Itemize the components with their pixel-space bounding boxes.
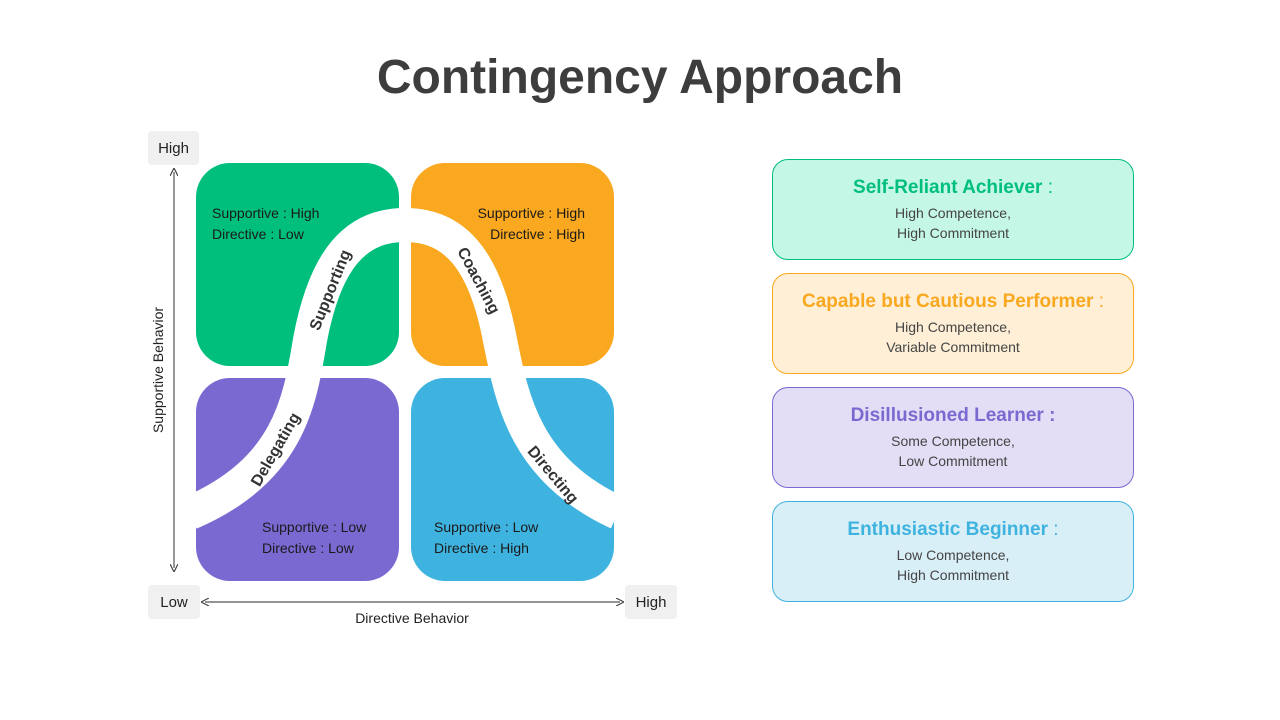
- card-line: High Commitment: [896, 566, 1010, 583]
- card-title-colon: :: [1098, 290, 1104, 312]
- quadrant-top-left-text: Supportive : High Directive : Low: [212, 203, 319, 245]
- card-line: Variable Commitment: [886, 338, 1020, 355]
- card-line: Low Commitment: [898, 452, 1008, 469]
- card-line: High Commitment: [896, 224, 1010, 241]
- quadrant-top-right-text: Supportive : High Directive : High: [440, 203, 585, 245]
- x-axis-label: Directive Behavior: [355, 610, 469, 626]
- card-line: High Competence,: [895, 204, 1011, 221]
- quadrant-bottom-left-line2: Directive : Low: [262, 540, 354, 556]
- page-title: Contingency Approach: [376, 51, 904, 104]
- quadrant-top-left-line2: Directive : Low: [212, 226, 304, 242]
- quadrant-bottom-right-text: Supportive : Low Directive : High: [434, 517, 538, 559]
- card-self-reliant-achiever: Self-Reliant Achiever : High Competence,…: [772, 159, 1134, 260]
- x-axis-high-badge: High: [625, 585, 677, 619]
- card-title-text: Enthusiastic Beginner: [847, 518, 1049, 540]
- card-title-text: Disillusioned Learner :: [850, 404, 1056, 426]
- card-title: Capable but Cautious Performer :: [802, 291, 1104, 313]
- card-line: High Competence,: [895, 318, 1011, 335]
- quadrant-bottom-right-line2: Directive : High: [434, 540, 529, 556]
- card-title: Self-Reliant Achiever :: [853, 177, 1053, 199]
- origin-low-badge: Low: [148, 585, 200, 619]
- bell-curve-band: [183, 207, 626, 529]
- card-enthusiastic-beginner: Enthusiastic Beginner : Low Competence, …: [772, 501, 1134, 602]
- card-line: Low Competence,: [896, 546, 1010, 563]
- quadrant-top-left-line1: Supportive : High: [212, 205, 320, 221]
- quadrant-bottom-left-line1: Supportive : Low: [262, 519, 367, 535]
- quadrant-bottom-right-line1: Supportive : Low: [434, 519, 539, 535]
- card-title: Disillusioned Learner :: [851, 405, 1056, 427]
- y-axis-high-badge: High: [148, 131, 199, 165]
- card-title-colon: :: [1047, 176, 1053, 198]
- quadrant-top-right-line1: Supportive : High: [477, 205, 585, 221]
- card-disillusioned-learner: Disillusioned Learner : Some Competence,…: [772, 387, 1134, 488]
- card-title-text: Capable but Cautious Performer: [802, 290, 1094, 312]
- card-title-colon: :: [1053, 518, 1059, 540]
- card-capable-cautious-performer: Capable but Cautious Performer : High Co…: [772, 273, 1134, 374]
- quadrant-top-right-line2: Directive : High: [490, 226, 585, 242]
- quadrant-bottom-left-text: Supportive : Low Directive : Low: [262, 517, 366, 559]
- card-line: Some Competence,: [891, 432, 1015, 449]
- card-title: Enthusiastic Beginner :: [847, 519, 1058, 541]
- card-title-text: Self-Reliant Achiever: [853, 176, 1043, 198]
